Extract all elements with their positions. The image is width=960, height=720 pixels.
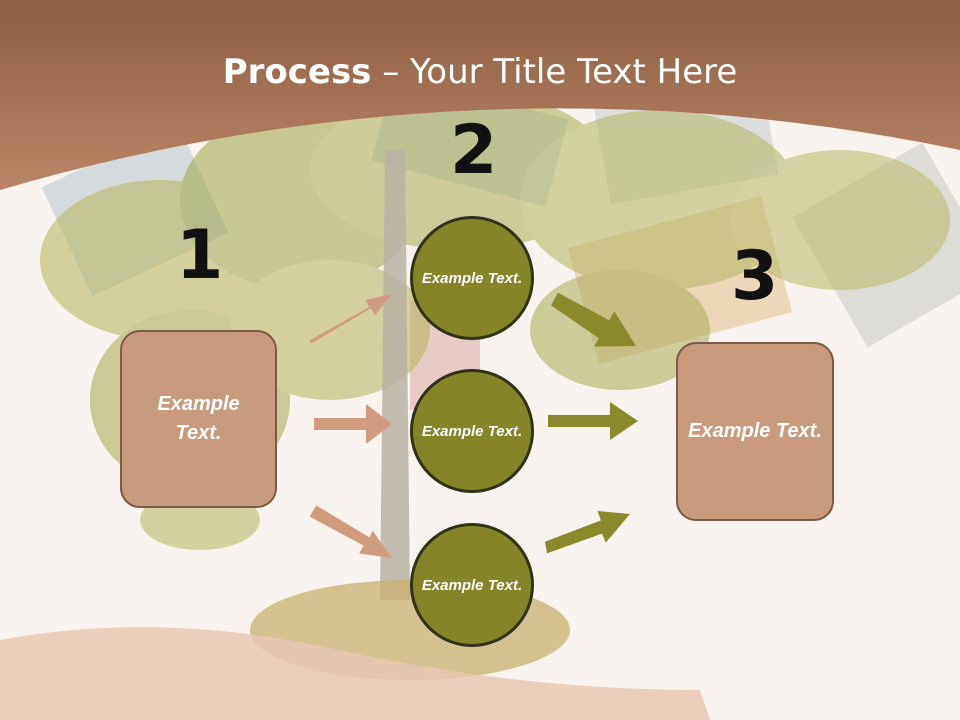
step-2-circle-3: Example Text. — [410, 523, 534, 647]
arrow-2a-to-3 — [551, 292, 636, 347]
arrow-2c-to-3 — [544, 511, 630, 554]
step-1-number: 1 — [176, 216, 224, 295]
step-3-box: Example Text. — [676, 342, 834, 521]
hand — [0, 627, 710, 720]
step-3-number: 3 — [731, 237, 779, 316]
step-2-number: 2 — [450, 111, 498, 190]
step-2-circle-2-label: Example Text. — [421, 422, 523, 440]
tree-trunk — [380, 150, 410, 600]
arrow-1-to-2c — [309, 505, 392, 558]
step-1-label: Example Text. — [157, 393, 240, 444]
title-rest: – Your Title Text Here — [371, 52, 738, 92]
step-2-circle-1-label: Example Text. — [421, 269, 523, 287]
arrow-1-to-2b — [314, 404, 392, 444]
title-bold: Process — [222, 52, 372, 92]
slide-title: Process – Your Title Text Here — [0, 52, 960, 92]
step-2-circle-2: Example Text. — [410, 369, 534, 493]
arrow-1-to-2a — [309, 294, 392, 344]
header-band — [0, 0, 960, 190]
step-2-circle-1: Example Text. — [410, 216, 534, 340]
step-2-circle-3-label: Example Text. — [421, 576, 523, 594]
step-1-box: Example Text. — [120, 330, 277, 508]
arrow-2b-to-3 — [548, 402, 638, 440]
step-3-label: Example Text. — [688, 420, 822, 442]
